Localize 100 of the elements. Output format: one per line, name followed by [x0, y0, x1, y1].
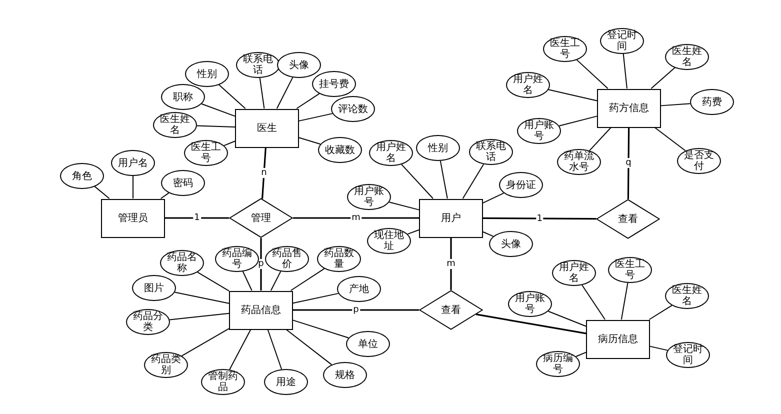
- connector-line: [181, 328, 230, 356]
- connector-line: [650, 67, 676, 89]
- attribute-ellipse: 药品售价: [265, 246, 309, 272]
- attribute-ellipse: 医生工号: [543, 36, 587, 62]
- attribute-ellipse: 挂号费: [312, 71, 356, 97]
- connector-line: [648, 304, 672, 320]
- connector-line: [654, 127, 686, 152]
- connector-line: [482, 231, 494, 237]
- connector-line: [261, 147, 266, 199]
- cardinality-label: 1: [193, 213, 201, 223]
- attribute-ellipse: 评论数: [331, 96, 375, 122]
- connector-line: [160, 192, 170, 199]
- connector-line: [589, 127, 612, 152]
- attribute-ellipse: 药品数量: [317, 246, 361, 272]
- connector-line: [270, 270, 282, 291]
- attribute-ellipse: 产地: [337, 276, 381, 302]
- attribute-ellipse: 用户名: [111, 150, 155, 176]
- connector-line: [462, 164, 484, 199]
- connector-line: [407, 229, 420, 235]
- relationship-diamond: 查看: [419, 290, 483, 330]
- attribute-ellipse: 用户姓名: [552, 260, 596, 286]
- connector-line: [401, 164, 434, 199]
- connector-line: [218, 84, 246, 109]
- connector-line: [242, 271, 252, 291]
- attribute-ellipse: 用户姓名: [369, 140, 413, 166]
- connector-line: [388, 202, 420, 210]
- attribute-ellipse: 职称: [161, 84, 205, 110]
- attribute-ellipse: 单位: [346, 331, 390, 357]
- connector-line: [298, 113, 333, 122]
- connector-line: [292, 292, 339, 304]
- attribute-ellipse: 角色: [60, 163, 104, 189]
- entity-box: 医生: [235, 108, 299, 148]
- connector-line: [267, 329, 282, 370]
- connector-line: [627, 128, 630, 200]
- connector-line: [174, 292, 230, 304]
- connector-line: [196, 125, 236, 128]
- connector-line: [169, 312, 230, 320]
- entity-box: 病历信息: [586, 320, 650, 358]
- attribute-ellipse: 药品名称: [160, 250, 204, 276]
- connector-line: [450, 238, 452, 290]
- connector-line: [293, 217, 419, 219]
- attribute-ellipse: 登记时间: [666, 342, 710, 368]
- attribute-ellipse: 登记时间: [600, 28, 644, 54]
- cardinality-label: m: [350, 213, 362, 223]
- attribute-ellipse: 医生姓名: [665, 44, 709, 70]
- connector-line: [292, 320, 350, 338]
- connector-line: [201, 103, 236, 117]
- connector-line: [558, 116, 598, 126]
- connector-line: [229, 329, 252, 370]
- connector-line: [548, 310, 586, 327]
- attribute-ellipse: 头像: [489, 231, 533, 257]
- attribute-ellipse: 医生工号: [184, 140, 228, 166]
- attribute-ellipse: 收藏数: [318, 137, 362, 163]
- attribute-ellipse: 性别: [416, 135, 460, 161]
- attribute-ellipse: 图片: [132, 275, 176, 301]
- attribute-ellipse: 性别: [185, 61, 229, 87]
- attribute-ellipse: 医生工号: [608, 257, 652, 283]
- connector-line: [290, 268, 325, 291]
- connector-line: [650, 346, 668, 351]
- connector-line: [165, 217, 229, 219]
- attribute-ellipse: 是否支付: [677, 148, 721, 174]
- connector-line: [259, 77, 265, 109]
- connector-line: [94, 186, 110, 199]
- cardinality-label: n: [260, 168, 268, 178]
- connector-line: [224, 140, 236, 146]
- attribute-ellipse: 药单流水号: [557, 149, 601, 175]
- cardinality-label: q: [624, 158, 632, 168]
- connector-line: [276, 76, 294, 109]
- cardinality-label: 1: [536, 214, 544, 224]
- connector-line: [440, 160, 448, 199]
- entity-box: 管理员: [101, 198, 165, 238]
- connector-line: [576, 59, 608, 89]
- connector-line: [476, 314, 586, 334]
- attribute-ellipse: 密码: [161, 170, 205, 196]
- connector-line: [293, 309, 419, 311]
- attribute-ellipse: 病历编号: [536, 351, 580, 377]
- attribute-ellipse: 管制药品: [201, 369, 245, 395]
- connector-line: [286, 329, 332, 366]
- attribute-ellipse: 用户账号: [517, 118, 561, 144]
- attribute-ellipse: 医生姓名: [665, 283, 709, 309]
- attribute-ellipse: 用户姓名: [506, 72, 550, 98]
- attribute-ellipse: 用途: [264, 369, 308, 395]
- attribute-ellipse: 用户账号: [347, 184, 391, 210]
- connector-line: [197, 272, 230, 292]
- connector-line: [298, 137, 321, 145]
- attribute-ellipse: 医生姓名: [153, 112, 197, 138]
- relationship-diamond: 查看: [596, 199, 660, 239]
- connector-line: [260, 238, 262, 290]
- attribute-ellipse: 用户账号: [508, 291, 552, 317]
- connector-line: [582, 284, 606, 320]
- connector-line: [296, 93, 320, 109]
- attribute-ellipse: 身份证: [499, 172, 543, 198]
- attribute-ellipse: 药品分类: [126, 309, 170, 335]
- entity-box: 用户: [419, 198, 483, 238]
- attribute-ellipse: 规格: [323, 362, 367, 388]
- attribute-ellipse: 联系电话: [469, 139, 513, 165]
- relationship-diamond: 管理: [229, 198, 293, 238]
- connector-line: [482, 192, 504, 204]
- attribute-ellipse: 联系电话: [236, 52, 280, 78]
- attribute-ellipse: 药费: [690, 89, 734, 115]
